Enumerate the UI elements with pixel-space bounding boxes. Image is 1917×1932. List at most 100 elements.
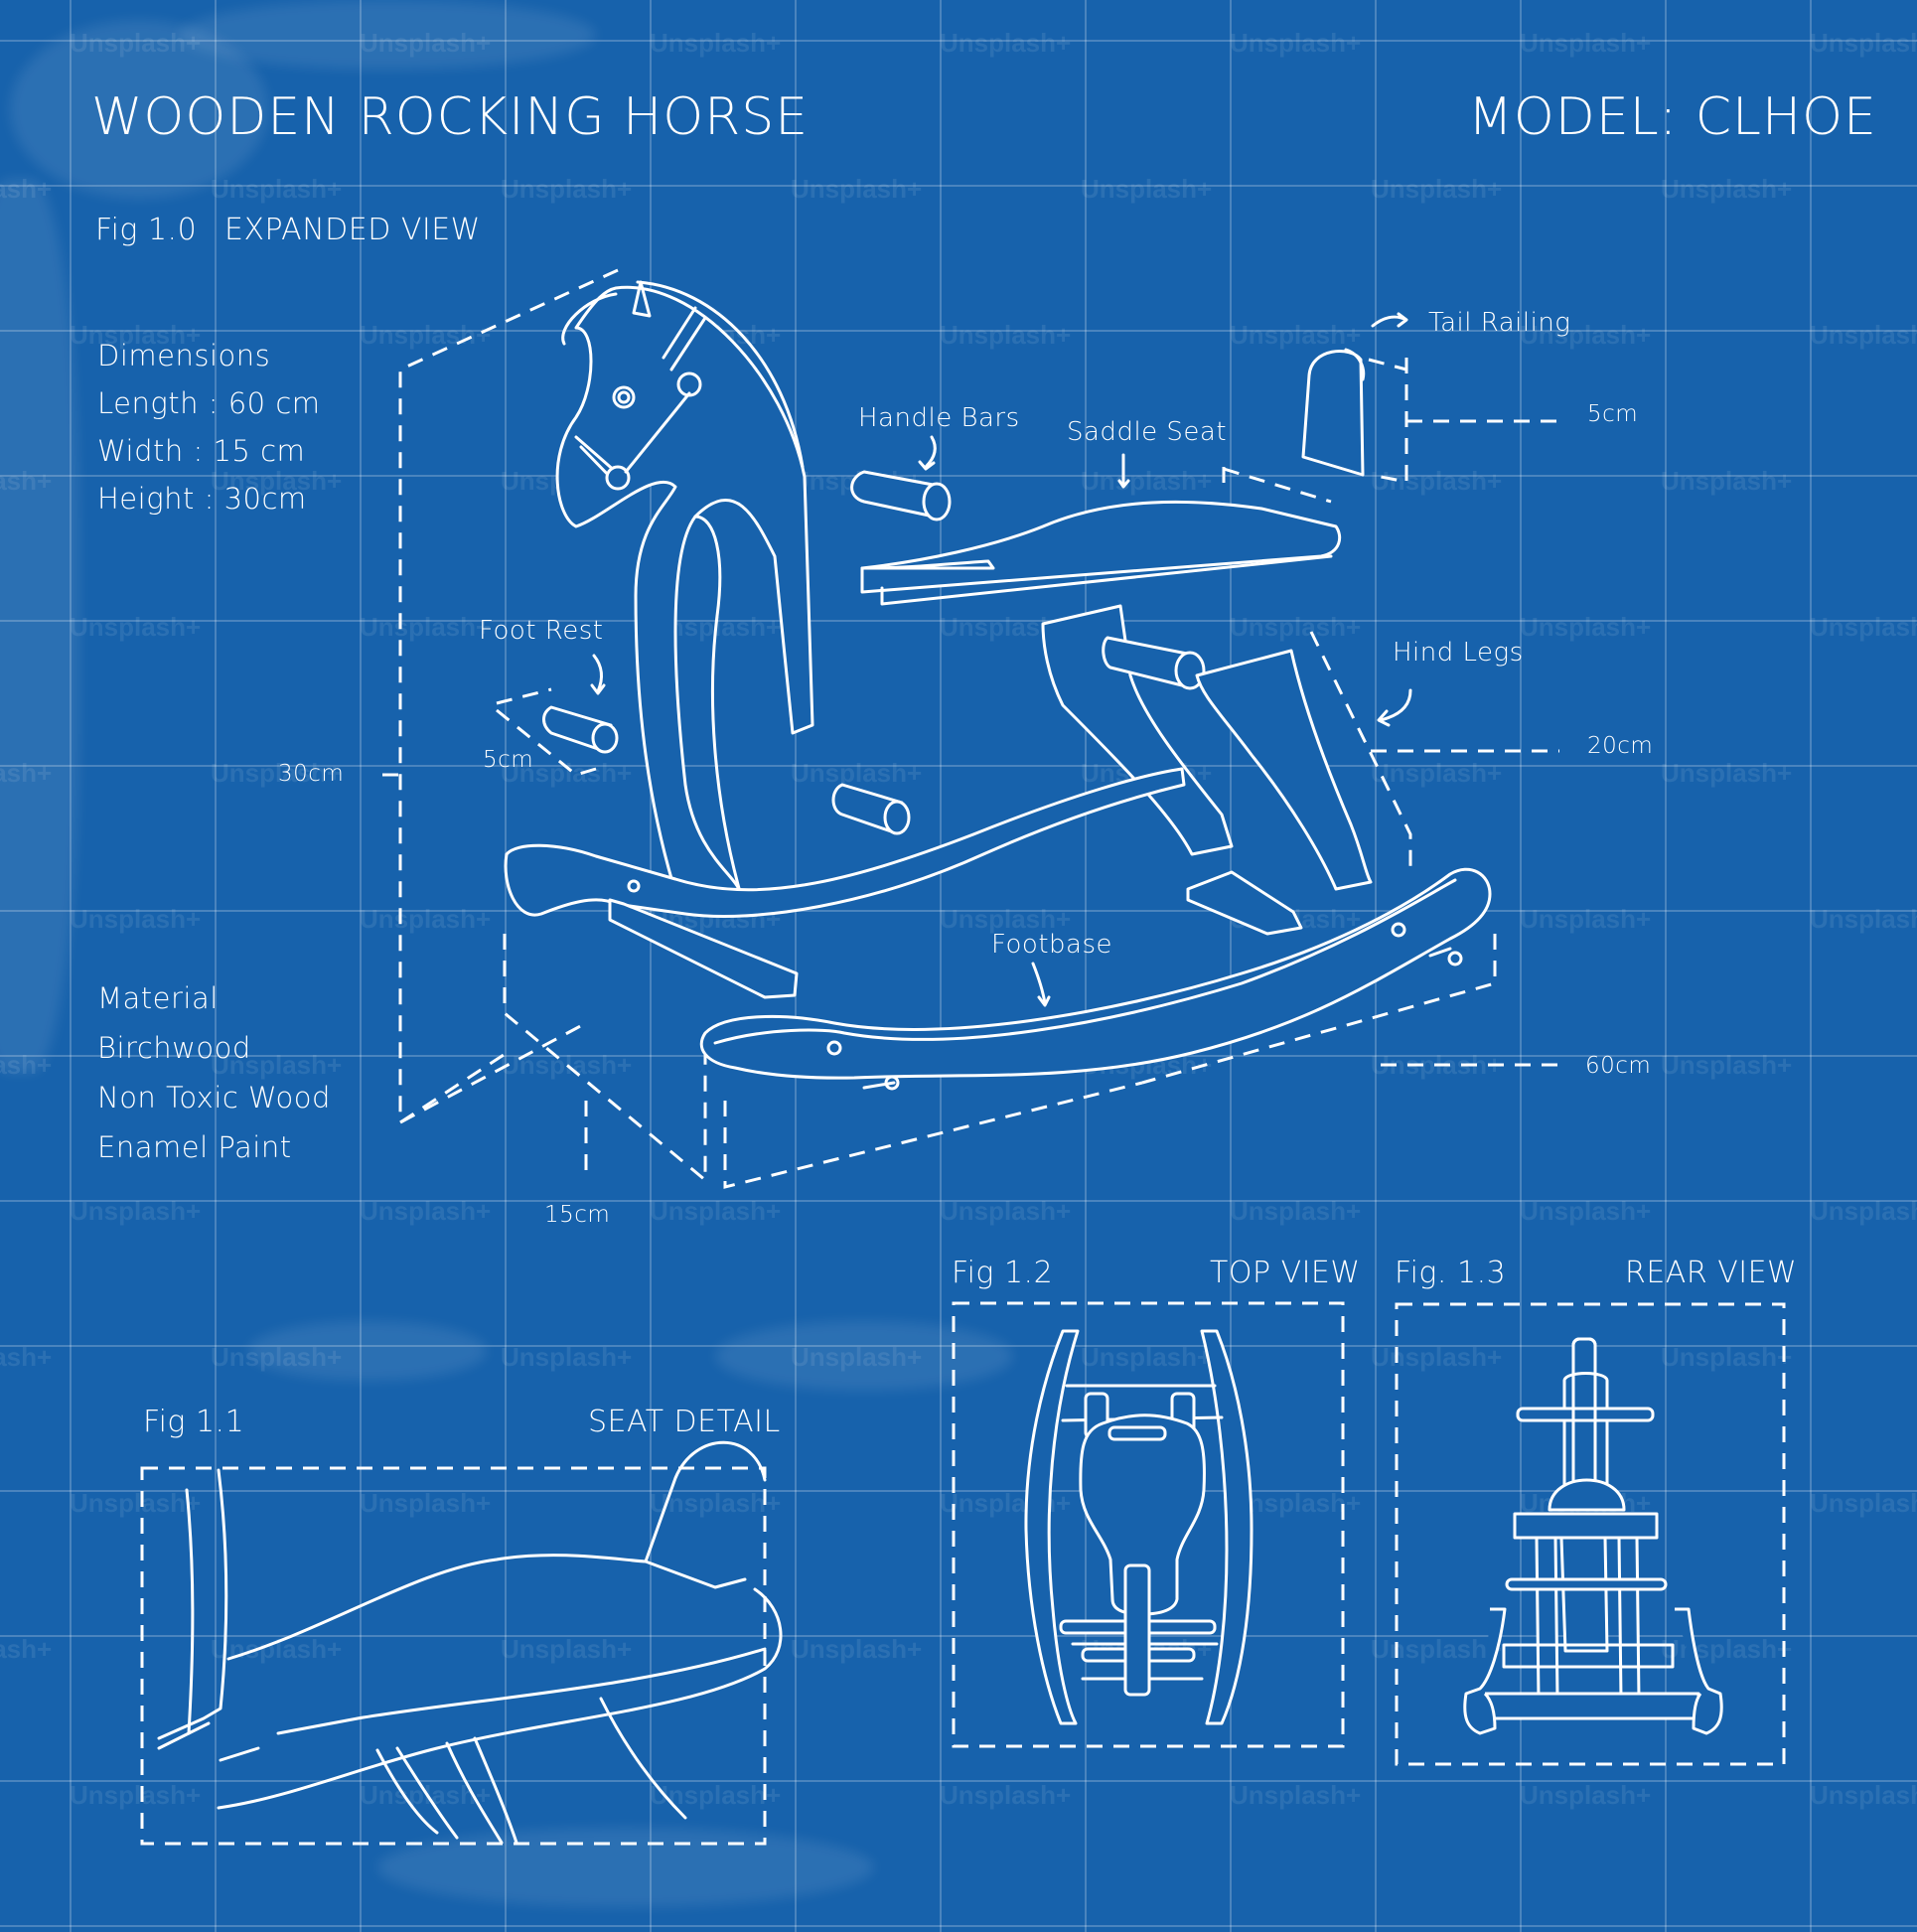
watermark-text: Unsplash+: [0, 758, 53, 788]
dimensions-heading: Dimensions: [97, 339, 271, 372]
texture-blotch: [377, 1828, 874, 1907]
watermark-text: Unsplash+: [0, 1634, 53, 1664]
watermark-text: Unsplash+: [501, 1342, 633, 1372]
watermark-text: Unsplash+: [70, 1780, 202, 1810]
watermark-text: Unsplash+: [791, 1342, 923, 1372]
footbase-part: [699, 867, 1492, 1091]
watermark-text: Unsplash+: [70, 1488, 202, 1518]
measure-width: 15cm: [544, 1202, 611, 1228]
handle-bars-part: [850, 435, 952, 521]
fig-1-3-number: Fig. 1.3: [1395, 1256, 1507, 1290]
seat-detail-drawing: [140, 1440, 783, 1846]
callout-foot-rest: Foot Rest: [479, 616, 604, 646]
watermark-text: Unsplash+: [1661, 1050, 1793, 1080]
texture-blotch: [179, 0, 596, 70]
dimensions-block: Dimensions Length : 60 cm Width : 15 cm …: [97, 332, 321, 522]
watermark-text: Unsplash+: [1810, 320, 1917, 350]
watermark-text: Unsplash+: [211, 466, 343, 496]
watermark-text: Unsplash+: [211, 1342, 343, 1372]
watermark-text: Unsplash+: [1810, 28, 1917, 58]
texture-blotch: [10, 20, 268, 199]
watermark-text: Unsplash+: [70, 612, 202, 642]
watermark-text: Unsplash+: [1810, 1196, 1917, 1226]
watermark-text: Unsplash+: [1520, 1780, 1652, 1810]
watermark-text: Unsplash+: [1810, 1488, 1917, 1518]
page-title: WOODEN ROCKING HORSE: [91, 87, 810, 147]
watermark-text: Unsplash+: [1661, 758, 1793, 788]
material-item: Non Toxic Wood: [97, 1081, 331, 1115]
watermark-text: Unsplash+: [1081, 1342, 1213, 1372]
saddle-seat-part: [860, 453, 1342, 606]
watermark-text: Unsplash+: [360, 28, 492, 58]
watermark-text: Unsplash+: [1520, 904, 1652, 934]
watermark-text: Unsplash+: [501, 1634, 633, 1664]
rocker-back-part: [504, 767, 1186, 999]
callout-tail-railing: Tail Railing: [1428, 308, 1571, 338]
watermark-text: Unsplash+: [70, 320, 202, 350]
callout-handle-bars: Handle Bars: [858, 403, 1020, 433]
watermark-text: Unsplash+: [0, 466, 53, 496]
watermark-text: Unsplash+: [791, 758, 923, 788]
watermark-text: Unsplash+: [650, 1196, 782, 1226]
watermark-text: Unsplash+: [1810, 612, 1917, 642]
watermark-text: Unsplash+: [1520, 320, 1652, 350]
watermark-text: Unsplash+: [1371, 1634, 1503, 1664]
material-block: Material Birchwood Non Toxic Wood Enamel…: [97, 973, 331, 1172]
watermark-text: Unsplash+: [1520, 1196, 1652, 1226]
material-item: Birchwood: [97, 1031, 251, 1065]
callout-saddle-seat: Saddle Seat: [1067, 417, 1228, 447]
watermark-text: Unsplash+: [211, 174, 343, 204]
watermark-text: Unsplash+: [791, 1634, 923, 1664]
material-heading: Material: [97, 981, 219, 1015]
watermark-text: Unsplash+: [940, 320, 1072, 350]
rear-view-drawing: [1395, 1302, 1786, 1766]
texture-blotch: [715, 1321, 1013, 1391]
watermark-text: Unsplash+: [650, 28, 782, 58]
callout-hind-legs: Hind Legs: [1393, 638, 1524, 668]
watermark-text: Unsplash+: [1230, 28, 1362, 58]
texture-blotch: [248, 1321, 487, 1381]
watermark-text: Unsplash+: [1371, 758, 1503, 788]
fig-1-1-number: Fig 1.1: [143, 1405, 245, 1439]
watermark-text: Unsplash+: [1230, 1780, 1362, 1810]
watermark-text: Unsplash+: [1520, 28, 1652, 58]
fig-1-2-number: Fig 1.2: [952, 1256, 1054, 1290]
watermark-text: Unsplash+: [940, 28, 1072, 58]
watermark-text: Unsplash+: [1371, 466, 1503, 496]
horse-head-body: [555, 280, 814, 896]
watermark-text: Unsplash+: [211, 1050, 343, 1080]
watermark-text: Unsplash+: [1371, 1342, 1503, 1372]
watermark-text: Unsplash+: [0, 174, 53, 204]
watermark-text: Unsplash+: [360, 904, 492, 934]
dimension-width: Width : 15 cm: [97, 434, 306, 468]
watermark-text: Unsplash+: [1661, 174, 1793, 204]
watermark-text: Unsplash+: [211, 758, 343, 788]
watermark-text: Unsplash+: [501, 174, 633, 204]
watermark-text: Unsplash+: [70, 904, 202, 934]
watermark-text: Unsplash+: [1081, 466, 1213, 496]
watermark-text: Unsplash+: [940, 1780, 1072, 1810]
texture-blotch: [0, 179, 79, 1073]
tail-railing-part: [1301, 312, 1408, 477]
fig-1-0-title: EXPANDED VIEW: [224, 213, 481, 247]
watermark-text: Unsplash+: [1810, 1780, 1917, 1810]
watermark-text: Unsplash+: [1230, 1196, 1362, 1226]
dimension-height: Height : 30cm: [97, 482, 307, 516]
watermark-text: Unsplash+: [360, 1488, 492, 1518]
measure-foot-rest: 5cm: [483, 747, 534, 773]
watermark-text: Unsplash+: [1661, 1342, 1793, 1372]
watermark-text: Unsplash+: [1810, 904, 1917, 934]
watermark-text: Unsplash+: [70, 28, 202, 58]
watermark-text: Unsplash+: [1520, 612, 1652, 642]
fig-1-2-title: TOP VIEW: [1210, 1256, 1361, 1290]
measure-height: 30cm: [278, 761, 345, 787]
watermark-text: Unsplash+: [0, 1342, 53, 1372]
watermark-text: Unsplash+: [1230, 612, 1362, 642]
watermark-text: Unsplash+: [791, 174, 923, 204]
watermark-text: Unsplash+: [360, 320, 492, 350]
watermark-text: Unsplash+: [501, 758, 633, 788]
watermark-text: Unsplash+: [1371, 174, 1503, 204]
model-name: MODEL: CLHOE: [1468, 87, 1877, 147]
